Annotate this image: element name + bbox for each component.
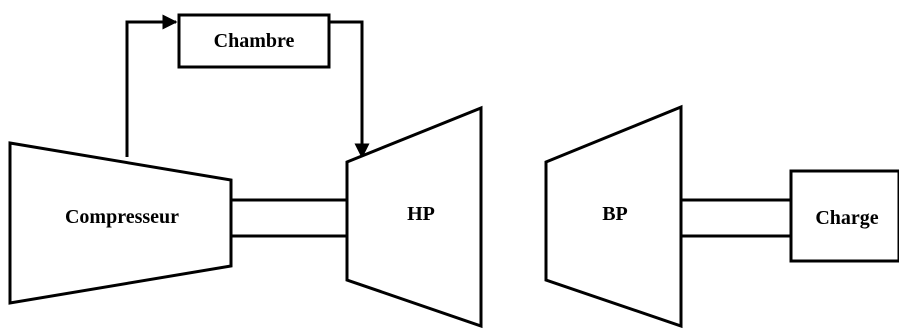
chamber-to-hp-arrow (329, 20, 370, 159)
chamber-label: Chambre (214, 30, 295, 52)
compressor-to-chamber-arrow (125, 14, 178, 157)
hp-turbine-shape (345, 105, 483, 329)
compressor-label: Compresseur (65, 206, 179, 228)
hp-turbine-label: HP (407, 203, 435, 225)
load-box (789, 169, 899, 263)
bp-turbine-label: BP (602, 203, 628, 225)
compressor-shape (8, 141, 233, 305)
bp-turbine-shape (544, 104, 683, 329)
chamber-box (177, 13, 331, 69)
load-label: Charge (815, 207, 878, 229)
